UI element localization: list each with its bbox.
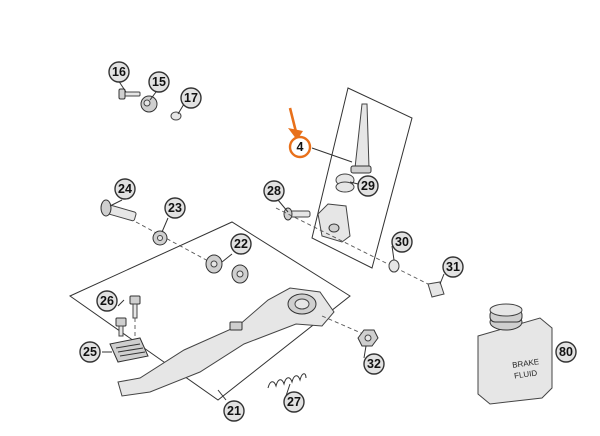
- washer-23-hole: [157, 235, 163, 241]
- callout-29[interactable]: 29: [357, 175, 379, 197]
- pin-part-28: [283, 207, 311, 221]
- svg-text:16: 16: [112, 65, 126, 79]
- svg-text:24: 24: [118, 182, 132, 196]
- svg-text:15: 15: [152, 75, 166, 89]
- assembly-line-24: [135, 221, 211, 263]
- callout-24[interactable]: 24: [114, 178, 136, 200]
- small-bolt: [115, 317, 127, 337]
- assembly-line-pedal: [321, 315, 369, 337]
- svg-text:31: 31: [446, 260, 460, 274]
- master-cylinder-panel: [311, 87, 413, 269]
- callout-31[interactable]: 31: [442, 256, 464, 278]
- nut-32-hole: [364, 334, 372, 342]
- brake-pedal-part-21: [117, 287, 335, 397]
- callout-16[interactable]: 16: [108, 61, 130, 83]
- boot-part-29: [335, 173, 355, 193]
- svg-text:32: 32: [367, 357, 381, 371]
- step-plate-part-25: [109, 337, 149, 363]
- washer-part-17: [170, 111, 182, 121]
- svg-text:23: 23: [168, 201, 182, 215]
- callout-22[interactable]: 22: [230, 233, 252, 255]
- callout-25[interactable]: 25: [79, 341, 101, 363]
- callout-28[interactable]: 28: [263, 180, 285, 202]
- assembly-line-28-31: [275, 207, 441, 291]
- highlight-arrow: [288, 107, 298, 133]
- highlight-arrow-head: [288, 128, 303, 140]
- svg-text:30: 30: [395, 235, 409, 249]
- spring-part-27: [267, 373, 307, 389]
- master-cylinder-part-4: [350, 103, 372, 174]
- callout-32[interactable]: 32: [363, 353, 385, 375]
- svg-text:28: 28: [267, 184, 281, 198]
- leader-lines: [102, 79, 445, 401]
- callout-80[interactable]: 80: [555, 341, 577, 363]
- svg-text:22: 22: [234, 237, 248, 251]
- svg-text:25: 25: [83, 345, 97, 359]
- svg-text:27: 27: [287, 395, 301, 409]
- bolt-part-16: [118, 88, 141, 100]
- clevis-hole: [328, 223, 340, 233]
- bottle-label-line1: BRAKE: [512, 357, 540, 370]
- clevis-fork: [317, 203, 351, 243]
- svg-text:29: 29: [361, 179, 375, 193]
- svg-text:21: 21: [227, 404, 241, 418]
- callout-23[interactable]: 23: [164, 197, 186, 219]
- callout-21[interactable]: 21: [223, 400, 245, 422]
- callout-17[interactable]: 17: [180, 87, 202, 109]
- brake-fluid-bottle-part-80: [477, 303, 553, 405]
- pivot-bolt-part-24: [100, 199, 137, 222]
- bushings-part-22: [205, 254, 249, 284]
- bolt-part-26: [129, 295, 141, 319]
- callout-26[interactable]: 26: [96, 290, 118, 312]
- svg-text:26: 26: [100, 294, 114, 308]
- callout-15[interactable]: 15: [148, 71, 170, 93]
- callout-4[interactable]: 4: [288, 135, 312, 159]
- callout-30[interactable]: 30: [391, 231, 413, 253]
- bottle-label-line2: FLUID: [514, 368, 538, 380]
- washer-part-30: [388, 259, 400, 273]
- bushing-part-15: [140, 95, 158, 113]
- svg-text:80: 80: [559, 345, 573, 359]
- callout-27[interactable]: 27: [283, 391, 305, 413]
- svg-text:17: 17: [184, 91, 198, 105]
- clip-part-31: [427, 281, 445, 298]
- svg-text:4: 4: [297, 140, 304, 154]
